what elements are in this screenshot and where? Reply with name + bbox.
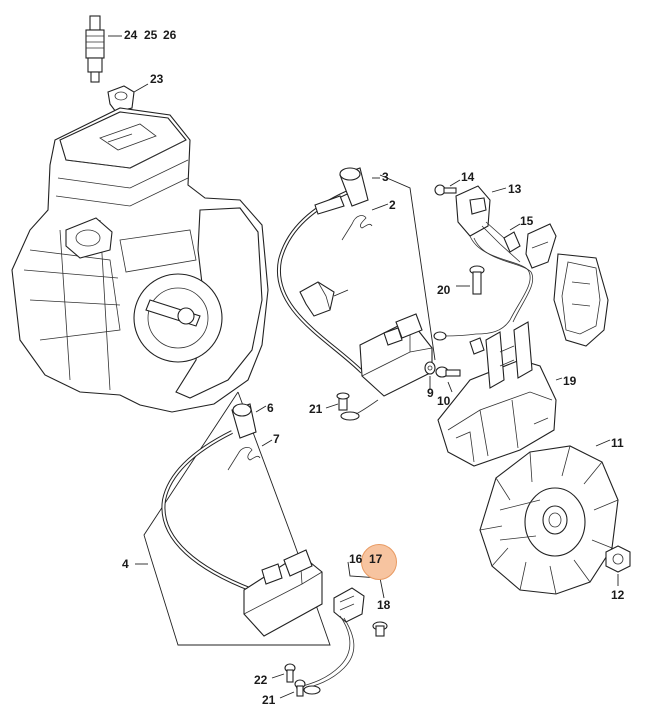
highlight-circle-17	[361, 544, 397, 580]
label-21-lower[interactable]: 21	[262, 693, 276, 707]
screw-20[interactable]	[469, 265, 485, 295]
label-20[interactable]: 20	[437, 283, 451, 297]
label-21-upper[interactable]: 21	[309, 402, 323, 416]
label-24[interactable]: 24	[124, 28, 138, 42]
screw-21-lower[interactable]	[294, 679, 321, 697]
label-6[interactable]: 6	[267, 401, 274, 415]
label-10[interactable]: 10	[437, 394, 451, 408]
screw-21-upper[interactable]	[336, 392, 379, 421]
engine-crankcase[interactable]	[11, 107, 269, 413]
label-7[interactable]: 7	[273, 432, 280, 446]
connector-17[interactable]	[295, 587, 365, 691]
flywheel-nut[interactable]	[605, 545, 631, 573]
label-23[interactable]: 23	[150, 72, 164, 86]
screw-14[interactable]	[434, 184, 457, 196]
label-3[interactable]: 3	[382, 170, 389, 184]
air-guide-19[interactable]	[437, 321, 557, 467]
label-17[interactable]: 17	[369, 552, 383, 566]
spring-7[interactable]	[227, 446, 261, 471]
spark-plug[interactable]	[85, 15, 105, 83]
label-14[interactable]: 14	[461, 170, 475, 184]
label-2[interactable]: 2	[389, 198, 396, 212]
label-12[interactable]: 12	[611, 588, 625, 602]
flywheel[interactable]	[479, 445, 619, 595]
spring-2[interactable]	[341, 215, 373, 241]
screw-22[interactable]	[284, 663, 296, 683]
ignition-module-upper[interactable]	[276, 167, 433, 397]
screw-10[interactable]	[435, 366, 461, 378]
screw-18[interactable]	[372, 621, 388, 637]
label-25[interactable]: 25	[144, 28, 158, 42]
label-18[interactable]: 18	[377, 598, 391, 612]
plug-boot[interactable]	[107, 85, 135, 113]
ground-wire-15[interactable]	[433, 231, 534, 355]
housing-bracket[interactable]	[525, 223, 557, 269]
label-26[interactable]: 26	[163, 28, 177, 42]
label-16[interactable]: 16	[349, 552, 363, 566]
label-19[interactable]: 19	[563, 374, 577, 388]
label-11[interactable]: 11	[611, 436, 624, 450]
ignition-module-lower[interactable]	[161, 403, 323, 637]
label-9[interactable]: 9	[427, 386, 434, 400]
label-4[interactable]: 4	[122, 557, 129, 571]
fan-housing-part[interactable]	[553, 253, 609, 347]
label-15[interactable]: 15	[520, 214, 534, 228]
short-circuit-switch[interactable]	[455, 185, 521, 263]
label-22[interactable]: 22	[254, 673, 268, 687]
washer-9[interactable]	[424, 361, 436, 375]
module-bracket[interactable]	[299, 281, 335, 317]
label-13[interactable]: 13	[508, 182, 522, 196]
